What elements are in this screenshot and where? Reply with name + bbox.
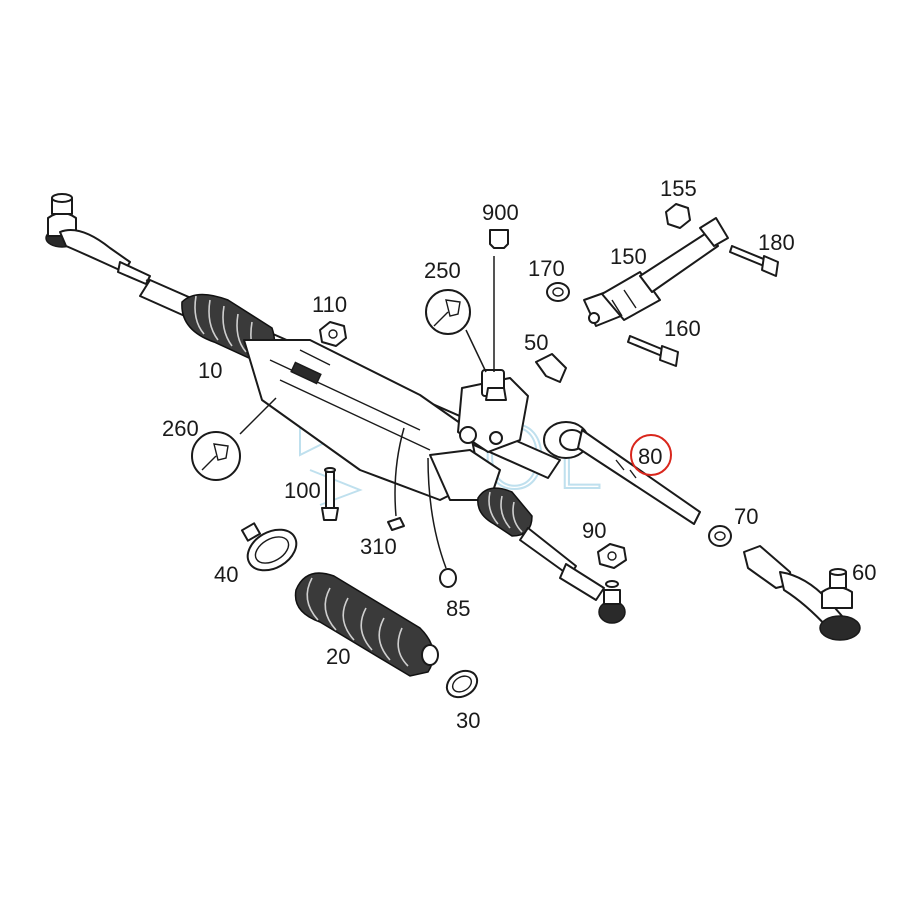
nut-170 [546, 282, 570, 302]
label-100: 100 [284, 478, 321, 503]
inner-tie-rod [543, 421, 701, 525]
label-80: 80 [638, 444, 662, 469]
small-boot-clamp [445, 669, 479, 699]
label-60: 60 [852, 560, 876, 585]
label-180: 180 [758, 230, 795, 255]
nut-90 [597, 543, 627, 569]
bolt-100 [321, 467, 339, 521]
highlight-ring [630, 434, 672, 476]
washer-155 [665, 203, 691, 229]
label-40: 40 [214, 562, 238, 587]
label-170: 170 [528, 256, 565, 281]
bolt-160 [627, 335, 679, 367]
label-150: 150 [610, 244, 647, 269]
label-20: 20 [326, 644, 350, 669]
loose-boot [294, 572, 439, 677]
nut-70 [708, 525, 732, 547]
wrench-icon [191, 431, 241, 481]
bolt-180 [729, 245, 779, 277]
label-155: 155 [660, 176, 697, 201]
label-30: 30 [456, 708, 480, 733]
right-tie-rod-end [743, 545, 861, 641]
connector-900 [489, 229, 509, 249]
label-110: 110 [312, 292, 347, 317]
label-250: 250 [424, 258, 461, 283]
clip-50 [535, 353, 567, 383]
callout-labels: 10 20 30 40 50 60 70 80 85 90 100 110 15… [162, 176, 876, 733]
wrench-icon [425, 289, 471, 335]
label-10: 10 [198, 358, 222, 383]
large-boot-clamp [240, 522, 298, 572]
intermediate-shaft [583, 217, 729, 327]
screw-310 [387, 517, 405, 531]
nut-110 [319, 321, 347, 347]
label-900: 900 [482, 200, 519, 225]
plug-85 [439, 568, 457, 588]
label-70: 70 [734, 504, 758, 529]
label-260: 260 [162, 416, 199, 441]
steering-rack-assembly [139, 279, 626, 624]
left-tie-rod-end [45, 193, 187, 297]
label-50: 50 [524, 330, 548, 355]
label-85: 85 [446, 596, 470, 621]
label-160: 160 [664, 316, 701, 341]
label-310: 310 [360, 534, 397, 559]
label-90: 90 [582, 518, 606, 543]
leader-lines [239, 256, 495, 569]
